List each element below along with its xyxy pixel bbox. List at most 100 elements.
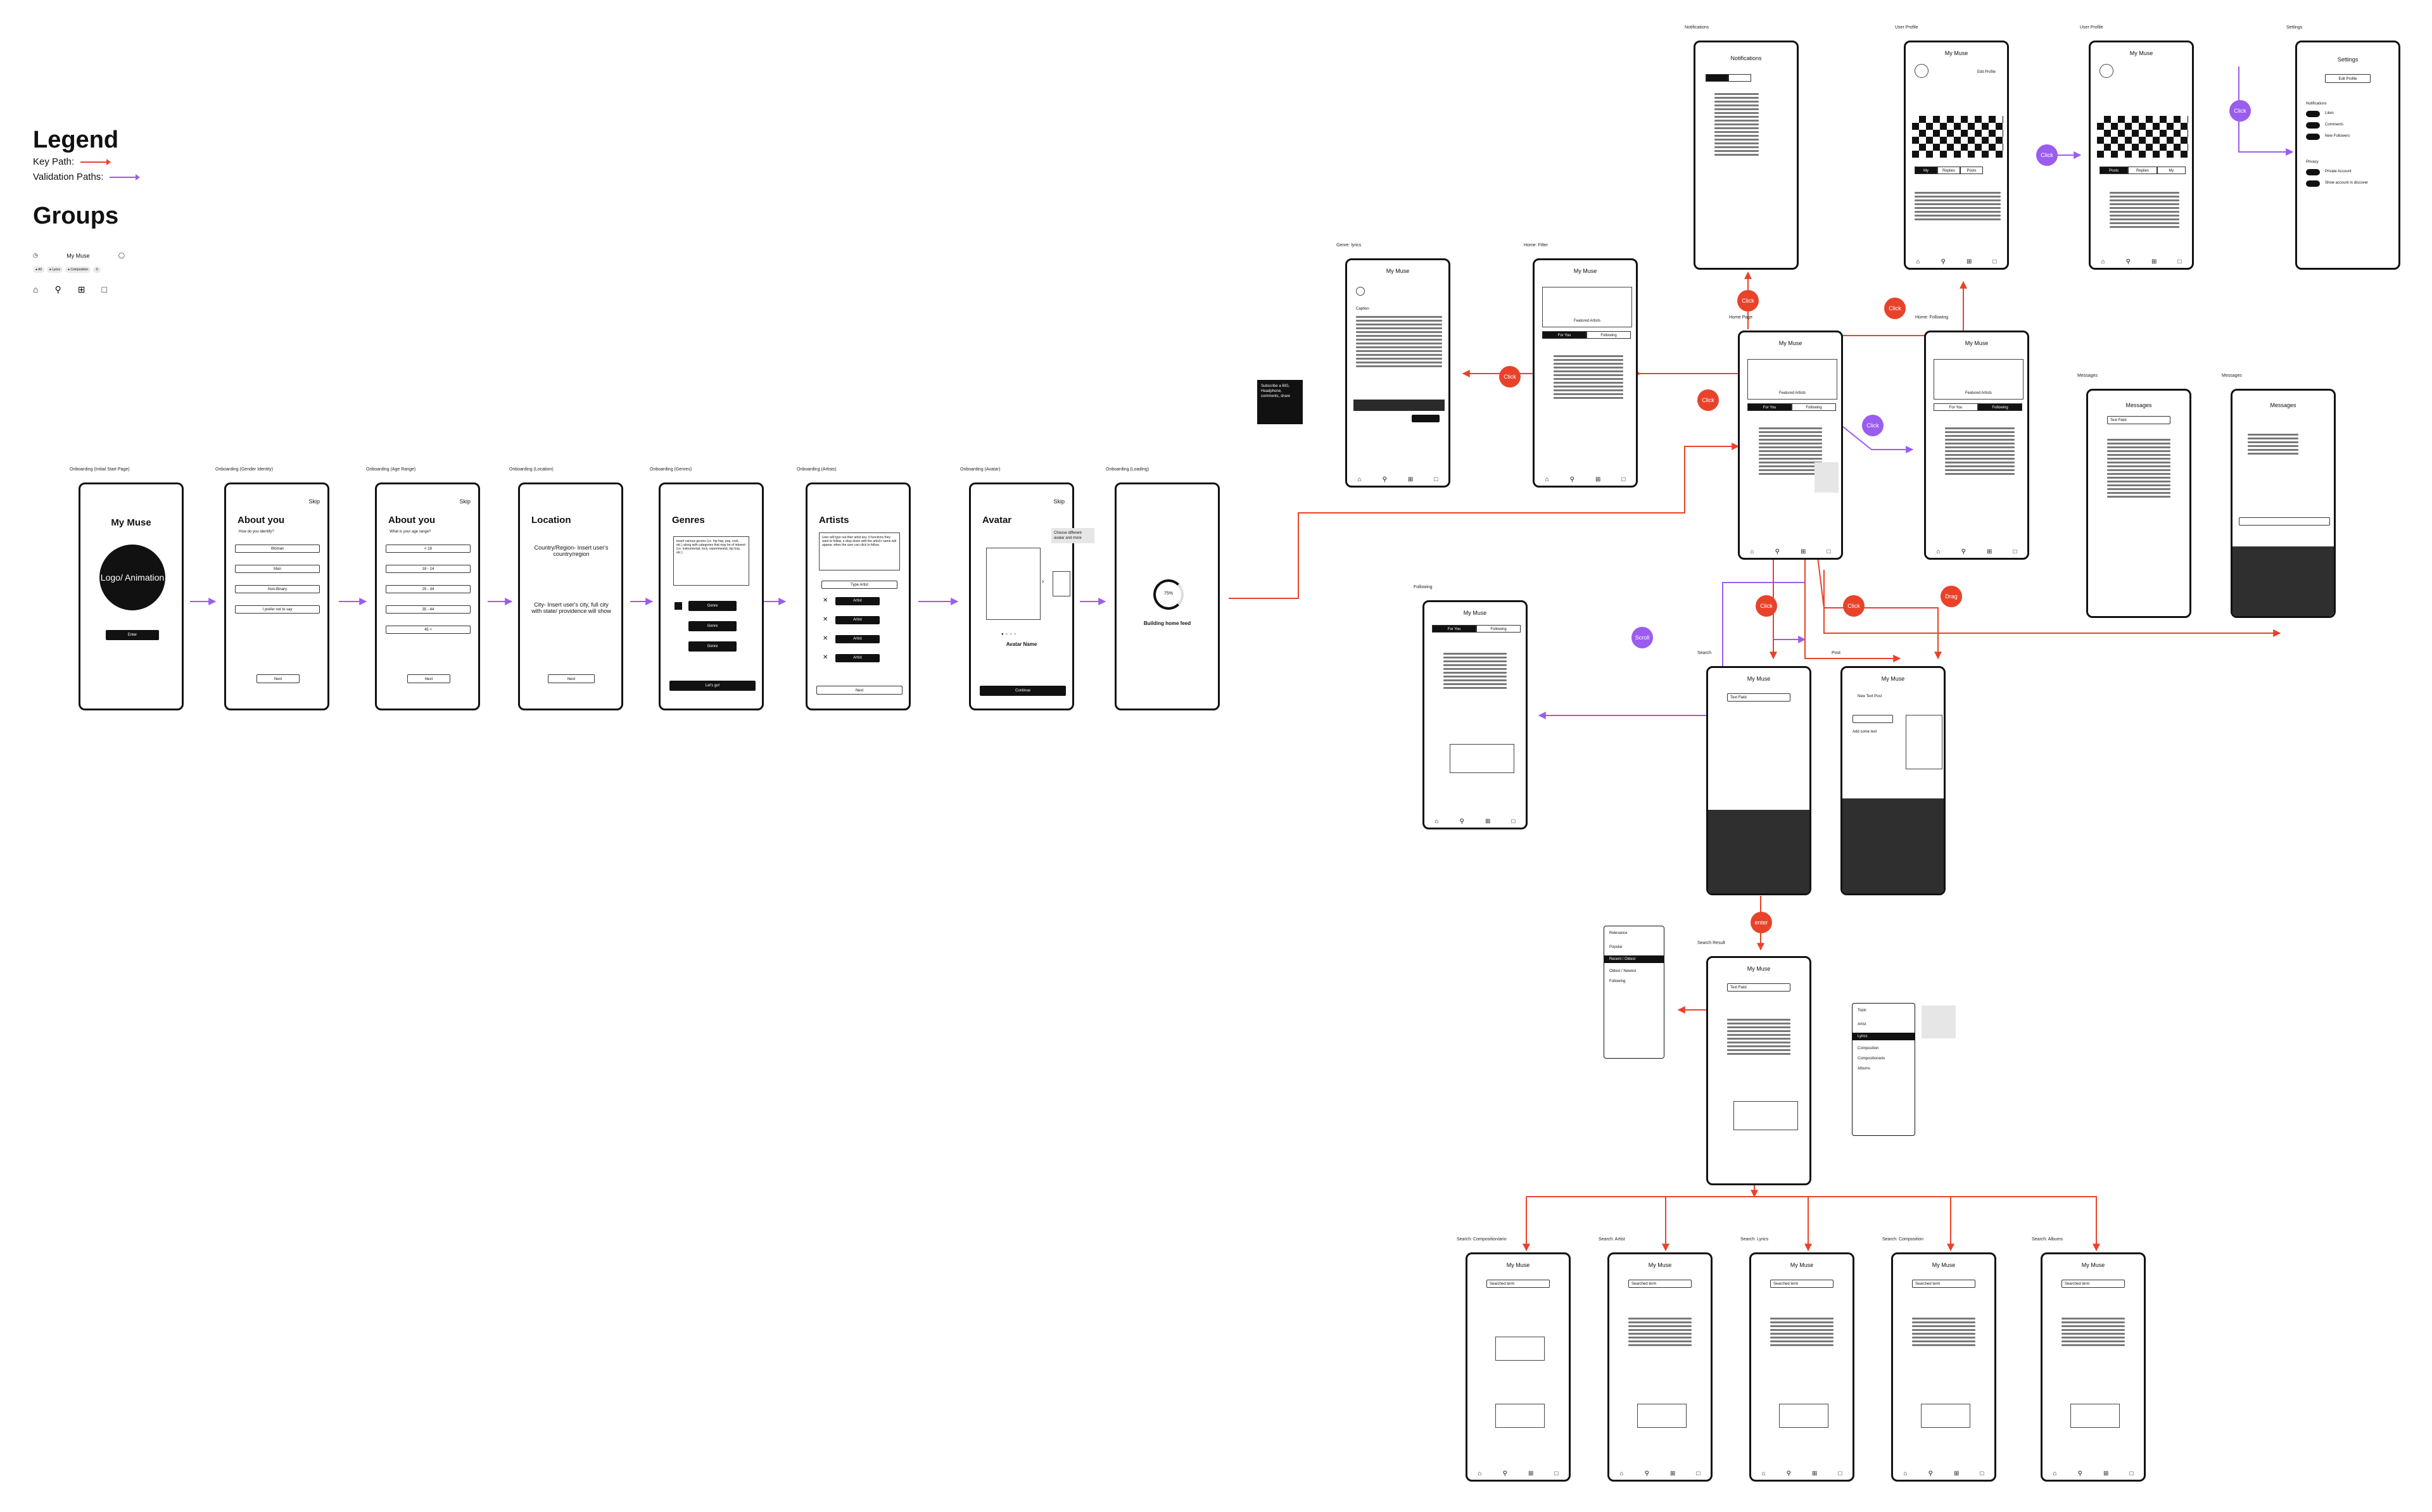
message-input[interactable] bbox=[2239, 517, 2330, 526]
search-icon[interactable]: ⚲ bbox=[1786, 1470, 1791, 1477]
home-icon[interactable]: ⌂ bbox=[1916, 258, 1920, 265]
option-age[interactable]: 45 + bbox=[386, 626, 471, 634]
tab-for-you[interactable]: For You bbox=[1747, 403, 1792, 411]
search-icon[interactable]: ⚲ bbox=[1644, 1470, 1649, 1477]
plus-icon[interactable]: ⊞ bbox=[1800, 548, 1806, 555]
search-icon[interactable]: ⚲ bbox=[1459, 818, 1464, 825]
topic-dropdown[interactable]: Topic Artist Lyrics Composition Composit… bbox=[1852, 1003, 1915, 1136]
post-field[interactable] bbox=[1852, 715, 1893, 723]
home-icon[interactable]: ⌂ bbox=[1357, 476, 1362, 483]
topic-option[interactable]: Lyrics bbox=[1852, 1033, 1915, 1040]
option-non-binary[interactable]: Non-Binary bbox=[235, 585, 320, 593]
media-embed[interactable] bbox=[1733, 1101, 1798, 1130]
search-input[interactable]: Searched term bbox=[1770, 1280, 1834, 1288]
relevance-option[interactable]: Popular bbox=[1609, 945, 1623, 949]
tab-my[interactable]: My bbox=[2156, 167, 2186, 174]
chat-icon[interactable]: □ bbox=[1511, 818, 1516, 825]
search-icon[interactable]: ⚲ bbox=[1382, 476, 1387, 483]
search-icon[interactable]: ⚲ bbox=[1502, 1470, 1507, 1477]
genre-chip[interactable]: Genre bbox=[688, 621, 737, 631]
relevance-dropdown[interactable]: Relevance Popular Recent / Oldest Oldest… bbox=[1604, 926, 1664, 1059]
search-icon[interactable]: ⚲ bbox=[2125, 258, 2131, 265]
next-button[interactable]: Next bbox=[407, 674, 450, 683]
chat-icon[interactable]: □ bbox=[1838, 1470, 1842, 1477]
plus-icon[interactable]: ⊞ bbox=[1528, 1470, 1534, 1477]
topic-option[interactable]: Compositionario bbox=[1858, 1057, 1885, 1061]
artist-chip[interactable]: Artist bbox=[835, 597, 880, 605]
option-man[interactable]: Man bbox=[235, 565, 320, 573]
tab-following[interactable]: Following bbox=[1978, 403, 2022, 411]
topic-option[interactable]: Artist bbox=[1858, 1023, 1866, 1026]
close-icon[interactable]: ✕ bbox=[823, 616, 828, 623]
featured-carousel[interactable]: Featured Artists bbox=[1542, 287, 1632, 327]
add-text[interactable]: Add some text bbox=[1852, 730, 1877, 734]
home-icon[interactable]: ⌂ bbox=[1761, 1470, 1766, 1477]
tab[interactable] bbox=[1728, 74, 1751, 82]
edit-profile-link[interactable]: Edit Profile bbox=[1977, 70, 1996, 74]
tab-for-you[interactable]: For You bbox=[1542, 331, 1586, 339]
skip-link[interactable]: Skip bbox=[308, 498, 320, 505]
followers-toggle[interactable] bbox=[2306, 134, 2320, 140]
artist-chip[interactable]: Artist bbox=[835, 635, 880, 643]
home-icon[interactable]: ⌂ bbox=[1903, 1470, 1908, 1477]
close-icon[interactable]: ✕ bbox=[823, 597, 828, 604]
discover-toggle[interactable] bbox=[2306, 180, 2320, 187]
avatar-thumb[interactable] bbox=[1053, 571, 1070, 596]
option-age[interactable]: < 18 bbox=[386, 545, 471, 553]
option-age[interactable]: 35 - 44 bbox=[386, 605, 471, 614]
chat-icon[interactable]: □ bbox=[2013, 548, 2017, 555]
search-input[interactable]: Searched term bbox=[1912, 1280, 1975, 1288]
media-embed[interactable] bbox=[1637, 1404, 1687, 1428]
next-button[interactable]: Next bbox=[548, 674, 595, 683]
country-field[interactable]: Country/Region- Insert user's country/re… bbox=[534, 545, 609, 557]
tab-replies[interactable]: Replies bbox=[2128, 167, 2157, 174]
plus-icon[interactable]: ⊞ bbox=[1669, 1470, 1676, 1477]
tab[interactable] bbox=[1706, 74, 1728, 82]
tab-following[interactable]: Following bbox=[1586, 331, 1631, 339]
keyboard[interactable] bbox=[1842, 798, 1944, 893]
search-icon[interactable]: ⚲ bbox=[2077, 1470, 2082, 1477]
next-button[interactable]: Next bbox=[256, 674, 300, 683]
search-input[interactable]: Text Field bbox=[2107, 416, 2170, 424]
genre-chip[interactable]: Genre bbox=[688, 601, 737, 611]
next-button[interactable]: Next bbox=[816, 686, 902, 695]
chat-icon[interactable]: □ bbox=[1434, 476, 1438, 483]
genre-chip[interactable]: Genre bbox=[688, 641, 737, 652]
topic-dropdown[interactable] bbox=[1906, 715, 1942, 769]
topic-option[interactable]: Composition bbox=[1858, 1047, 1879, 1050]
enter-button[interactable]: Enter bbox=[106, 630, 159, 640]
relevance-option[interactable]: Oldest / Newest bbox=[1609, 969, 1637, 973]
option-age[interactable]: 18 - 24 bbox=[386, 565, 471, 573]
skip-link[interactable]: Skip bbox=[1053, 498, 1065, 505]
tab-following[interactable]: Following bbox=[1476, 625, 1521, 633]
post-button[interactable] bbox=[1412, 415, 1440, 422]
search-icon[interactable]: ⚲ bbox=[1941, 258, 1946, 265]
keyboard[interactable] bbox=[2232, 546, 2334, 616]
media-embed[interactable] bbox=[1495, 1404, 1545, 1428]
search-input[interactable]: Searched term bbox=[2062, 1280, 2125, 1288]
media-embed[interactable] bbox=[1921, 1404, 1970, 1428]
home-icon[interactable]: ⌂ bbox=[2101, 258, 2105, 265]
notif-tabs[interactable] bbox=[1706, 74, 1751, 82]
chat-icon[interactable]: □ bbox=[1554, 1470, 1559, 1477]
private-toggle[interactable] bbox=[2306, 169, 2320, 175]
search-input[interactable]: Text Field bbox=[1727, 983, 1790, 992]
chat-icon[interactable]: □ bbox=[1827, 548, 1831, 555]
chat-icon[interactable]: □ bbox=[1992, 258, 1997, 265]
close-icon[interactable]: ✕ bbox=[823, 635, 828, 642]
home-icon[interactable]: ⌂ bbox=[1750, 548, 1754, 555]
chat-icon[interactable]: □ bbox=[2129, 1470, 2134, 1477]
tab-following[interactable]: Following bbox=[1792, 403, 1836, 411]
home-icon[interactable]: ⌂ bbox=[1936, 548, 1941, 555]
plus-icon[interactable]: ⊞ bbox=[2151, 258, 2157, 265]
search-input[interactable]: Searched term bbox=[1486, 1280, 1550, 1288]
tab-posts[interactable]: Posts bbox=[1960, 167, 1983, 174]
option-woman[interactable]: Woman bbox=[235, 545, 320, 553]
chat-icon[interactable]: □ bbox=[1621, 476, 1626, 483]
likes-toggle[interactable] bbox=[2306, 111, 2320, 117]
search-icon[interactable]: ⚲ bbox=[1961, 548, 1966, 555]
plus-icon[interactable]: ⊞ bbox=[1407, 476, 1414, 483]
